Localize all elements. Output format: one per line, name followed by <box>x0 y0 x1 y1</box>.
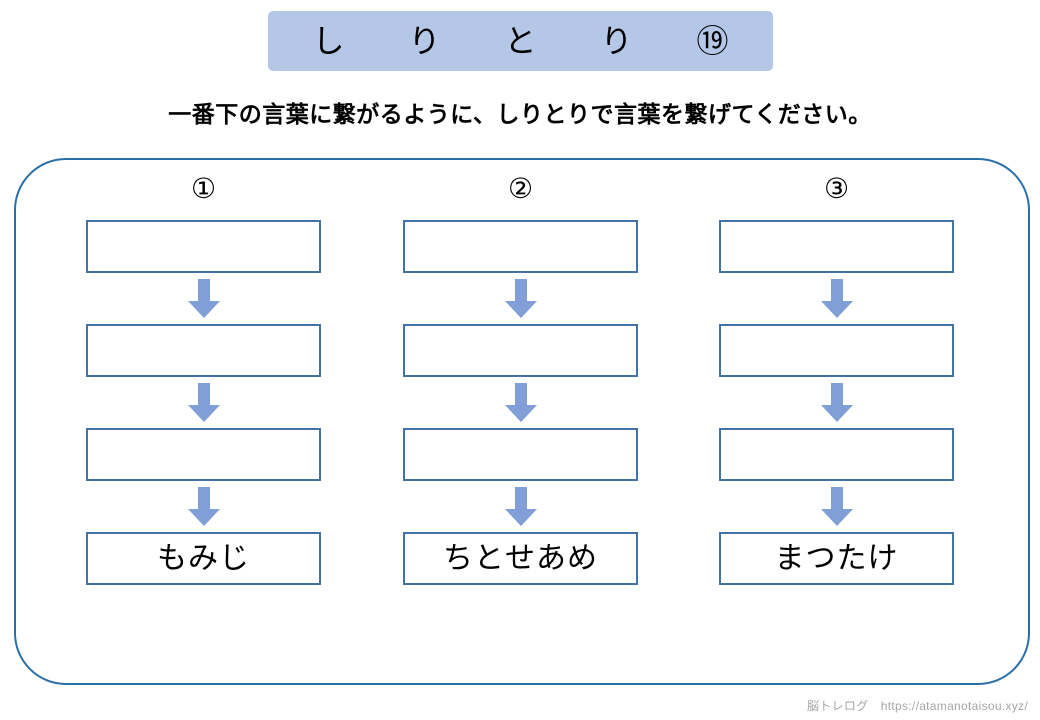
arrow-slot <box>86 273 321 324</box>
arrow-down-icon <box>504 278 537 318</box>
arrow-down-icon <box>504 382 537 422</box>
column-header-1: ① <box>190 173 217 204</box>
arrow-slot <box>86 377 321 428</box>
column-header-2: ② <box>507 173 534 204</box>
arrow-down-icon <box>187 382 220 422</box>
arrow-slot <box>719 481 954 532</box>
answer-box: もみじ <box>86 532 321 585</box>
puzzle-column-1: ① もみじ <box>86 158 321 585</box>
arrow-slot <box>86 481 321 532</box>
arrow-down-icon <box>504 486 537 526</box>
arrow-slot <box>403 377 638 428</box>
arrow-down-icon <box>820 382 853 422</box>
worksheet-frame <box>14 158 1030 685</box>
arrow-slot <box>719 273 954 324</box>
answer-box: まつたけ <box>719 532 954 585</box>
page-title: し り と り ⑲ <box>312 23 745 59</box>
word-input-box[interactable] <box>719 428 954 481</box>
word-input-box[interactable] <box>719 324 954 377</box>
word-input-box[interactable] <box>403 428 638 481</box>
word-chain: ちとせあめ <box>403 220 638 585</box>
word-chain: もみじ <box>86 220 321 585</box>
word-text: まつたけ <box>774 541 899 575</box>
word-input-box[interactable] <box>403 324 638 377</box>
word-input-box[interactable] <box>86 428 321 481</box>
instruction-text: 一番下の言葉に繋がるように、しりとりで言葉を繋げてください。 <box>168 101 872 127</box>
arrow-down-icon <box>820 486 853 526</box>
arrow-slot <box>403 481 638 532</box>
word-input-box[interactable] <box>719 220 954 273</box>
word-text: もみじ <box>157 541 250 575</box>
arrow-down-icon <box>187 486 220 526</box>
puzzle-column-2: ② ちとせあめ <box>403 158 638 585</box>
word-chain: まつたけ <box>719 220 954 585</box>
puzzle-columns: ① もみじ ② ちとせあめ ③ まつたけ <box>0 158 1040 685</box>
word-text: ちとせあめ <box>443 541 598 575</box>
column-header-3: ③ <box>823 173 850 204</box>
arrow-down-icon <box>820 278 853 318</box>
word-input-box[interactable] <box>86 324 321 377</box>
arrow-slot <box>403 273 638 324</box>
answer-box: ちとせあめ <box>403 532 638 585</box>
word-input-box[interactable] <box>403 220 638 273</box>
arrow-slot <box>719 377 954 428</box>
word-input-box[interactable] <box>86 220 321 273</box>
arrow-down-icon <box>187 278 220 318</box>
puzzle-column-3: ③ まつたけ <box>719 158 954 585</box>
title-banner: し り と り ⑲ <box>268 11 773 71</box>
footer-credit: 脳トレログ https://atamanotaisou.xyz/ <box>806 699 1028 713</box>
